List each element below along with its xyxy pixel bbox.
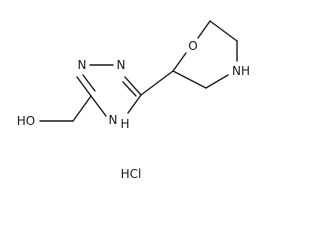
bond-c3-n2 [76, 76, 92, 97]
bond-n1-c5-double [122, 81, 137, 97]
bond-c3-ch2 [72, 95, 92, 122]
bond-c6-c5 [209, 20, 238, 42]
atom-ho: HO [17, 114, 35, 128]
bond-o1-c6 [197, 20, 211, 39]
chemical-structure: N N N H O NH HO HCl [17, 20, 250, 181]
bond-n4-c3 [205, 74, 229, 89]
bond-c5-c2morph [140, 70, 174, 96]
atom-nh-morpholine: NH [232, 64, 250, 78]
bond-n1-c5 [124, 76, 142, 96]
salt-label: HCl [121, 167, 142, 181]
atom-o-morpholine: O [188, 39, 197, 53]
atom-n2: N [78, 58, 87, 72]
atom-h4: H [120, 117, 129, 131]
bond-c5-n4 [127, 94, 142, 114]
bond-n4-c3 [90, 95, 107, 117]
bond-c3-c2 [172, 70, 207, 89]
atom-n1: N [117, 58, 126, 72]
bond-c2-o1 [172, 52, 187, 72]
atom-n4: N [109, 113, 118, 127]
bond-c3-n2-double [82, 74, 96, 92]
